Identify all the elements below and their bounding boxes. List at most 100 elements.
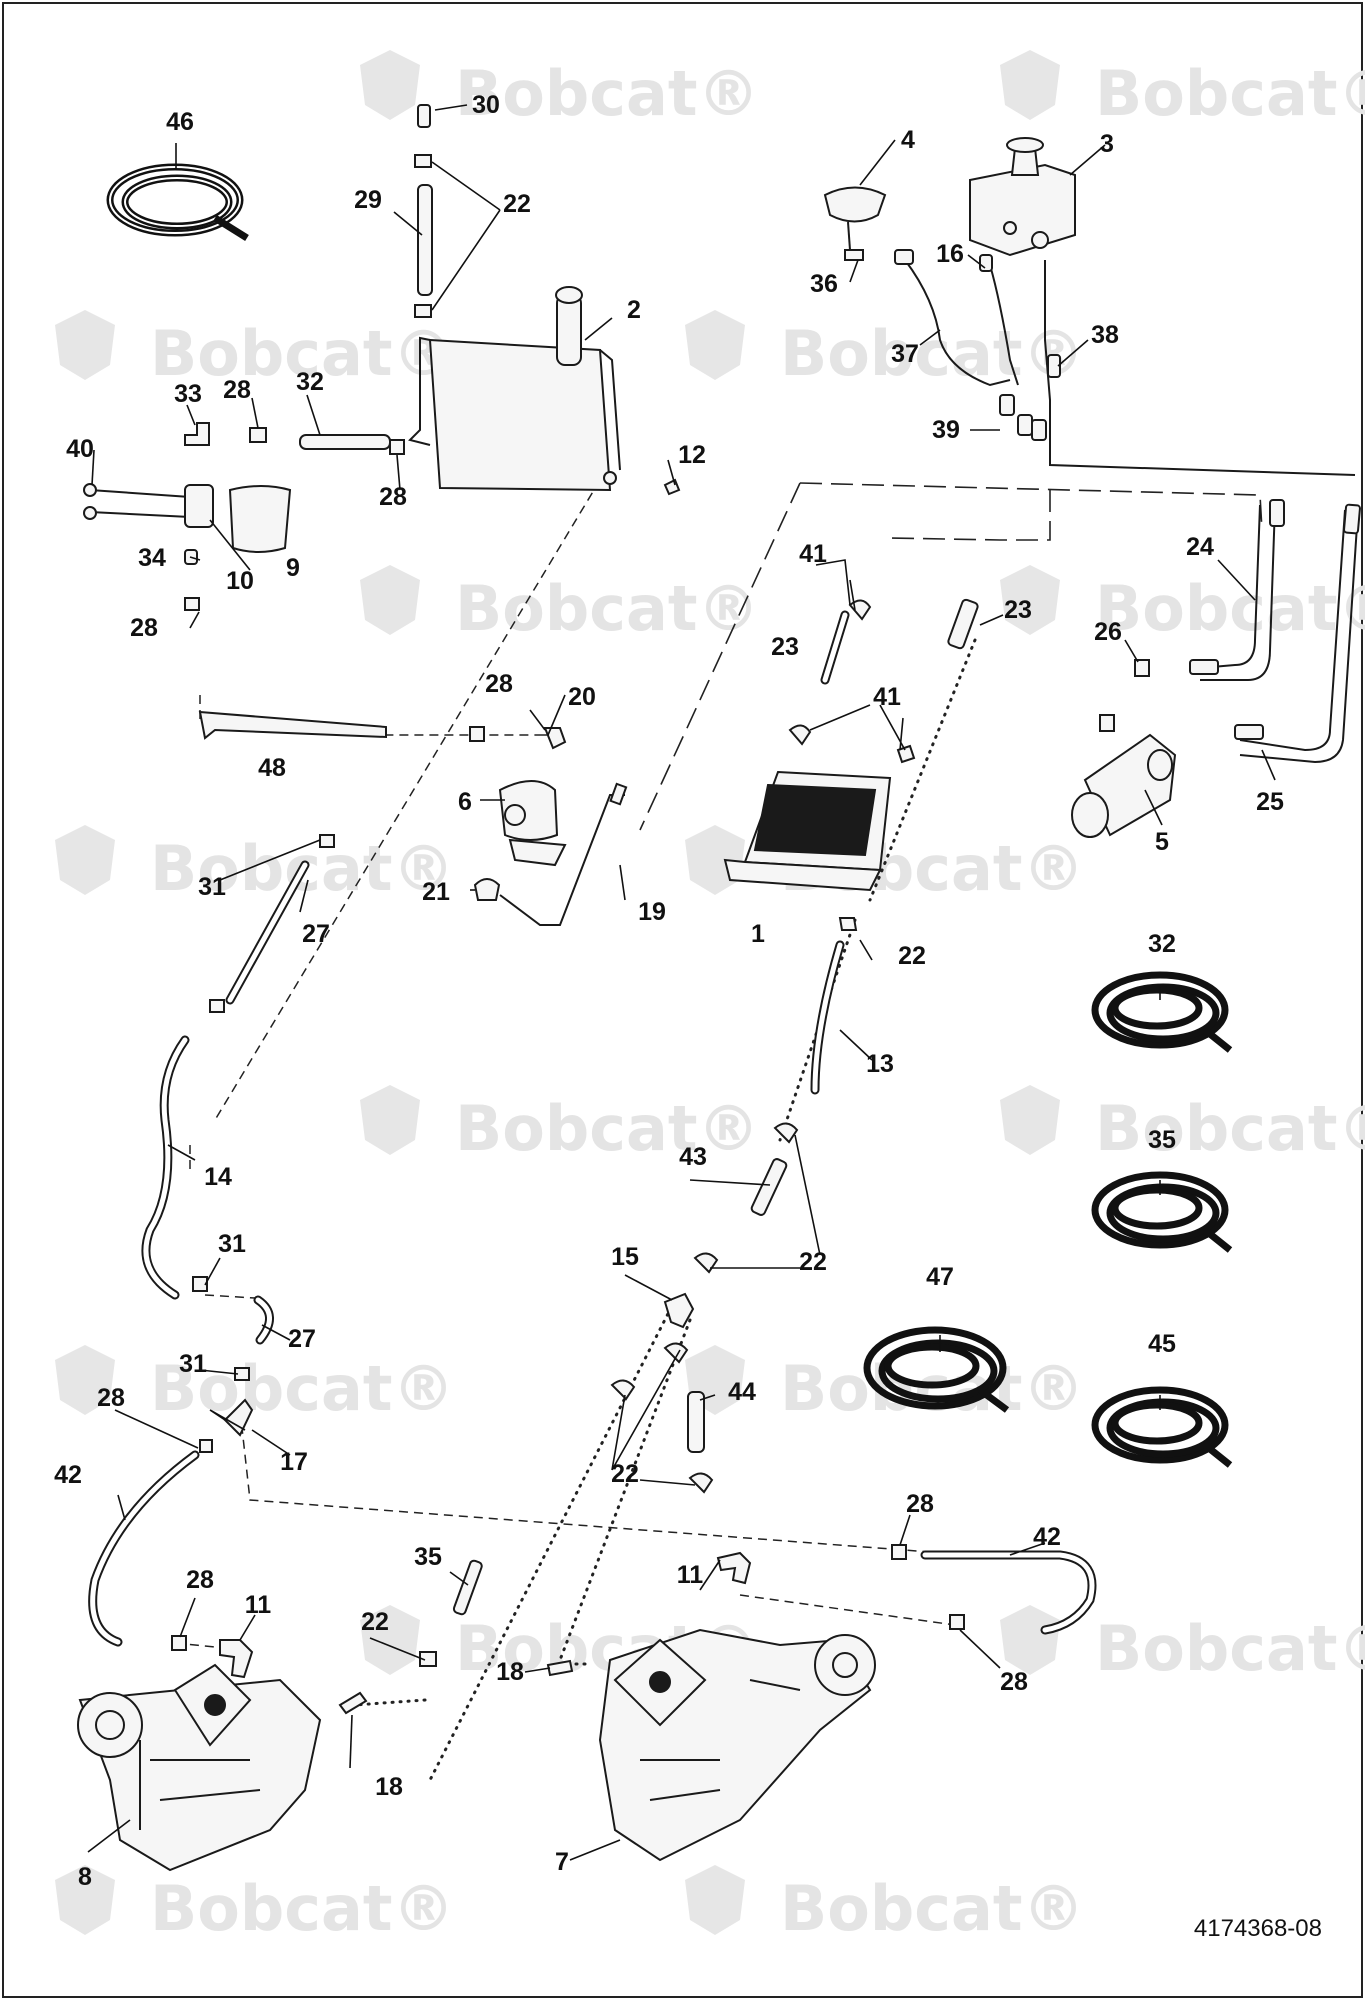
callout-31b: 31 — [218, 1230, 246, 1258]
callout-19: 19 — [638, 898, 666, 926]
reservoir-tank — [408, 286, 621, 492]
callout-4: 4 — [901, 126, 915, 154]
watermark-text: Bobcat® — [780, 317, 1084, 390]
callout-18a: 18 — [496, 1658, 524, 1686]
callout-22c: 22 — [799, 1248, 827, 1276]
callout-28f: 28 — [186, 1566, 214, 1594]
callout-13: 13 — [866, 1050, 894, 1078]
bobcat-logo-icon — [55, 310, 115, 380]
callout-41a: 41 — [799, 540, 827, 568]
callout-20: 20 — [568, 683, 596, 711]
callout-16: 16 — [936, 240, 964, 268]
callout-28a: 28 — [223, 376, 251, 404]
watermark-text: Bobcat® — [1095, 572, 1365, 645]
callout-23a: 23 — [771, 633, 799, 661]
accumulator-4 — [823, 186, 887, 261]
hose-13 — [810, 917, 858, 1095]
hose-coil-32 — [1091, 971, 1233, 1053]
bobcat-logo-icon — [1000, 1085, 1060, 1155]
callout-2: 2 — [627, 296, 641, 324]
fittings-lower-middle — [419, 1559, 574, 1677]
watermark-text: Bobcat® — [1095, 57, 1365, 130]
callout-37: 37 — [891, 340, 919, 368]
hose-42-left — [88, 1450, 200, 1647]
callout-3: 3 — [1100, 130, 1114, 158]
callout-38: 38 — [1091, 321, 1119, 349]
callout-29: 29 — [354, 186, 382, 214]
callout-1: 1 — [751, 920, 765, 948]
callout-31a: 31 — [198, 873, 226, 901]
callout-36: 36 — [810, 270, 838, 298]
bobcat-logo-icon — [360, 565, 420, 635]
callout-25: 25 — [1256, 788, 1284, 816]
callout-28e: 28 — [97, 1384, 125, 1412]
callout-46: 46 — [166, 108, 194, 136]
callout-7: 7 — [555, 1848, 569, 1876]
callout-15: 15 — [611, 1243, 639, 1271]
callout-48: 48 — [258, 754, 286, 782]
watermark-text: Bobcat® — [1095, 1612, 1365, 1685]
hose-coil-45 — [1091, 1386, 1233, 1468]
callout-21: 21 — [422, 878, 450, 906]
callout-8: 8 — [78, 1863, 92, 1891]
callout-41b: 41 — [873, 683, 901, 711]
watermark-text: Bobcat® — [455, 57, 759, 130]
callout-32b: 32 — [1148, 930, 1176, 958]
callout-22a: 22 — [503, 190, 531, 218]
callout-23b: 23 — [1004, 596, 1032, 624]
hose-14 — [141, 1035, 190, 1300]
hose-27-upper — [209, 834, 335, 1013]
callout-43: 43 — [679, 1143, 707, 1171]
bobcat-logo-icon — [1000, 1605, 1060, 1675]
callout-28d: 28 — [485, 670, 513, 698]
callout-28h: 28 — [1000, 1668, 1028, 1696]
callout-34: 34 — [138, 544, 166, 572]
routing-lines — [174, 479, 1263, 1782]
callout-5: 5 — [1155, 828, 1169, 856]
callout-22b: 22 — [898, 942, 926, 970]
bobcat-logo-icon — [1000, 50, 1060, 120]
callout-17: 17 — [280, 1448, 308, 1476]
callout-11b: 11 — [677, 1561, 704, 1589]
callout-28c: 28 — [130, 614, 158, 642]
callout-18b: 18 — [375, 1773, 403, 1801]
solenoid-valve — [469, 726, 628, 926]
callout-32a: 32 — [296, 368, 324, 396]
filter-assembly — [83, 483, 292, 611]
watermark-text: Bobcat® — [780, 1352, 1084, 1425]
leader-lines — [87, 104, 1276, 1861]
watermark-text: Bobcat® — [150, 1872, 454, 1945]
callout-45: 45 — [1148, 1330, 1176, 1358]
lines-24-25 — [1189, 499, 1361, 764]
hose-assembly-32 — [184, 422, 405, 455]
callout-26: 26 — [1094, 618, 1122, 646]
watermark-text: Bobcat® — [1095, 1092, 1365, 1165]
watermark-text: Bobcat® — [455, 572, 759, 645]
callout-labels: 1 2 3 4 5 6 7 8 9 10 11 11 12 13 14 15 1… — [54, 91, 1284, 1891]
hose-42-right — [891, 1544, 1097, 1635]
bobcat-logo-icon — [685, 1865, 745, 1935]
tube-48 — [198, 710, 387, 740]
bobcat-logo-icon — [1000, 565, 1060, 635]
hose-coil-35 — [1091, 1171, 1233, 1253]
callout-35b: 35 — [1148, 1126, 1176, 1154]
callout-22e: 22 — [361, 1608, 389, 1636]
vent-hose-29 — [414, 104, 433, 318]
callout-47: 47 — [926, 1263, 954, 1291]
callout-35a: 35 — [414, 1543, 442, 1571]
watermark-text: Bobcat® — [150, 317, 454, 390]
callout-30: 30 — [472, 91, 500, 119]
valve-5 — [1071, 659, 1177, 838]
bobcat-logo-icon — [55, 1865, 115, 1935]
callout-12: 12 — [678, 441, 706, 469]
callout-42b: 42 — [1033, 1523, 1061, 1551]
callout-24: 24 — [1186, 533, 1214, 561]
bobcat-logo-icon — [360, 50, 420, 120]
callout-14: 14 — [204, 1163, 232, 1191]
hoses-43-44 — [610, 1122, 799, 1494]
callout-31c: 31 — [179, 1350, 207, 1378]
watermark-text: Bobcat® — [780, 1872, 1084, 1945]
callout-28b: 28 — [379, 483, 407, 511]
hoses-23-41 — [788, 598, 979, 764]
